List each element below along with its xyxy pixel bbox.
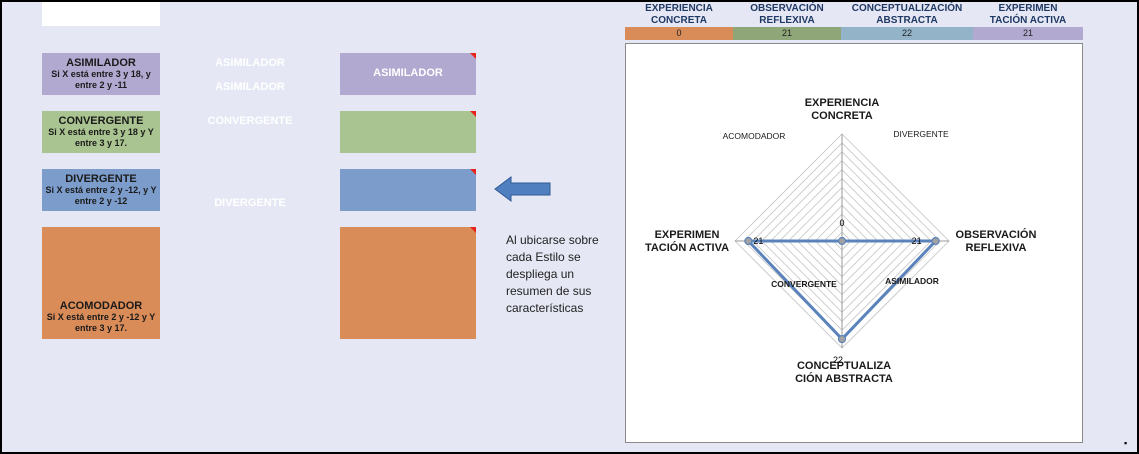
style-title: CONVERGENTE [58,115,144,127]
data-label: 21 [753,236,763,246]
style-title: ASIMILADOR [66,57,136,69]
result-label: ASIMILADOR [373,67,443,79]
axis-label: REFLEXIVA [966,242,1027,254]
comment-marker[interactable] [470,53,476,59]
style-title: ACOMODADOR [59,300,143,312]
header-line: EXPERIMEN [998,3,1058,14]
style-rule: Si X está entre 2 y -12, y Y entre 2 y -… [45,185,157,206]
data-point [837,334,847,344]
data-label: 21 [912,236,922,246]
quadrant-label: ASIMILADOR [885,276,939,286]
header-line: TACIÓN ACTIVA [989,15,1067,26]
axis-label: TACIÓN ACTIVA [645,241,729,254]
axis-label: CIÓN ABSTRACTA [795,372,893,385]
style-box-convergente[interactable]: CONVERGENTE Si X está entre 3 y 18 y Y e… [42,111,160,153]
style-box-acomodador[interactable]: ACOMODADOR Si X está entre 2 y -12 y Y e… [42,227,160,339]
quadrant-label: DIVERGENTE [893,129,949,139]
data-point [931,236,940,246]
header-conceptualizacion: CONCEPTUALIZACIÓN ABSTRACTA [841,3,973,27]
header-experiencia: EXPERIENCIA CONCRETA [625,3,733,27]
header-line: CONCEPTUALIZACIÓN [851,3,963,14]
axis-label: CONCEPTUALIZA [797,360,891,372]
ghost-label: ASIMILADOR [215,81,285,93]
axis-label: EXPERIENCIA [805,97,880,109]
axis-label: CONCRETA [811,110,873,122]
value-conceptualizacion[interactable]: 22 [841,27,973,40]
comment-marker[interactable] [470,111,476,117]
axis-label: OBSERVACIÓN [956,228,1037,241]
result-box-asimilador[interactable]: ASIMILADOR [340,53,476,95]
hover-note: Al ubicarse sobre cada Estilo se desplie… [506,233,599,315]
style-rule: Si X está entre 3 y 18, y entre 2 y -11 [51,69,151,90]
resize-handle-icon[interactable]: ▪ [1124,438,1128,448]
style-title: DIVERGENTE [65,173,137,185]
value-experimentacion[interactable]: 21 [973,27,1083,40]
style-box-asimilador[interactable]: ASIMILADOR Si X está entre 3 y 18, y ent… [42,53,160,95]
result-box-divergente[interactable] [340,169,476,211]
header-line: EXPERIENCIA [645,3,713,14]
data-label: 22 [833,355,843,365]
ghost-label: DIVERGENTE [214,197,286,209]
quadrant-label: CONVERGENTE [771,279,837,289]
data-point [744,236,753,246]
header-line: ABSTRACTA [876,15,938,26]
comment-marker[interactable] [470,169,476,175]
axis-label: EXPERIMEN [655,229,720,241]
comment-marker[interactable] [470,227,476,233]
style-box-divergente[interactable]: DIVERGENTE Si X está entre 2 y -12, y Y … [42,169,160,211]
data-label: 0 [839,218,844,228]
ghost-label: ASIMILADOR [215,57,285,69]
result-box-acomodador[interactable] [340,227,476,339]
style-rule: Si X está entre 2 y -12 y Y entre 3 y 17… [46,312,156,333]
header-line: CONCRETA [651,15,707,26]
header-line: OBSERVACIÓN [750,3,824,14]
style-rule: Si X está entre 3 y 18 y Y entre 3 y 17. [48,127,154,148]
result-box-convergente[interactable] [340,111,476,153]
header-observacion: OBSERVACIÓN REFLEXIVA [733,3,841,27]
value-observacion[interactable]: 21 [733,27,841,40]
data-point [837,236,847,246]
left-arrow-icon [494,176,551,202]
header-line: REFLEXIVA [759,15,815,26]
header-experimentacion: EXPERIMEN TACIÓN ACTIVA [973,3,1083,27]
ghost-label: CONVERGENTE [207,115,293,127]
blank-cell [42,2,160,26]
quadrant-label: ACOMODADOR [723,131,786,141]
value-experiencia[interactable]: 0 [625,27,733,40]
